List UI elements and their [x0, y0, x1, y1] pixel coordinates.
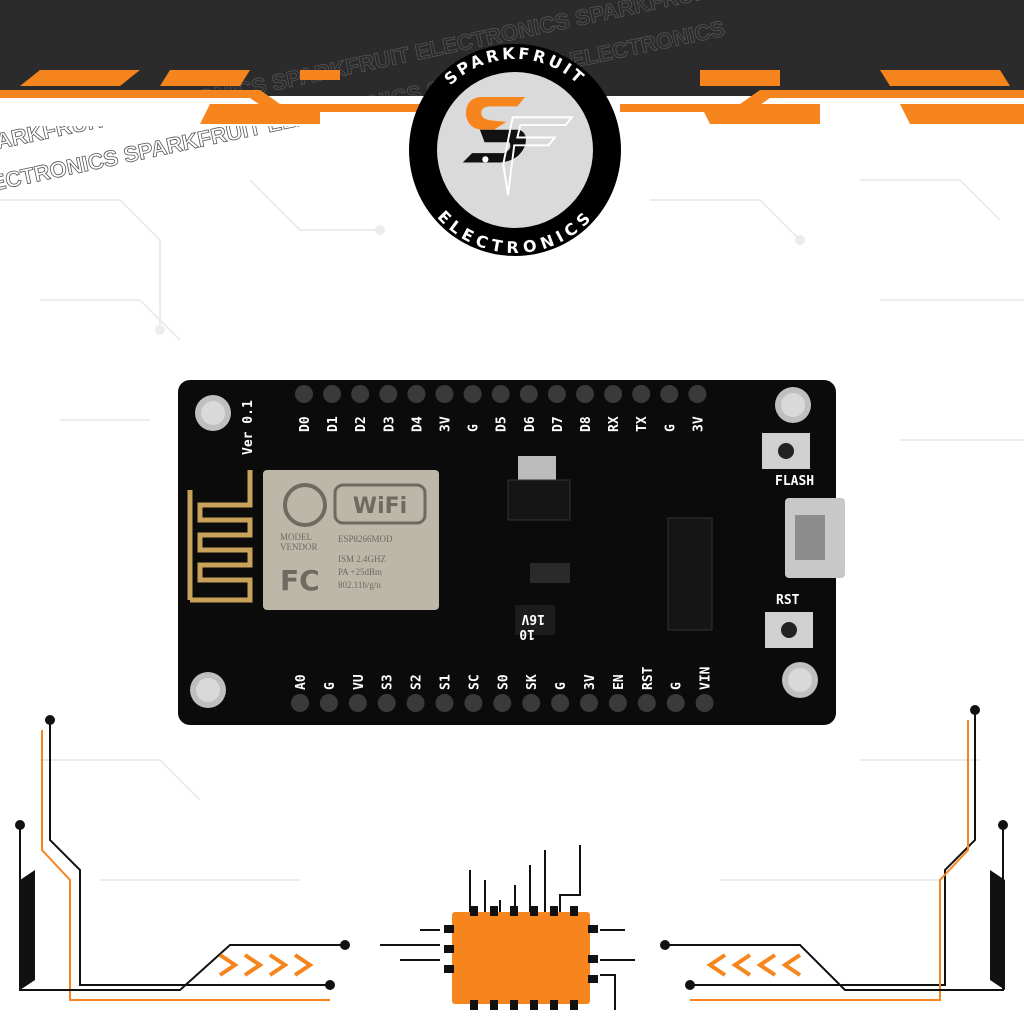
header-pin [604, 385, 623, 403]
pin-label: 3V [439, 416, 454, 432]
header-pin [608, 694, 627, 712]
pin-label: D6 [523, 416, 538, 432]
header-pin [291, 694, 309, 712]
pin-label: S1 [439, 674, 454, 690]
header-pin [493, 694, 512, 712]
logo-emblem [462, 96, 574, 196]
chip-graphic [444, 906, 598, 1010]
header-pin [660, 385, 679, 403]
model-text: ESP8266MOD [338, 534, 393, 544]
pin-label: VU [352, 674, 367, 690]
pin-label: SC [467, 674, 482, 690]
pin-label: D7 [551, 416, 566, 432]
wifi-logo-text: WiFi [353, 494, 407, 519]
header-pin [406, 694, 425, 712]
header-pin [522, 694, 541, 712]
antenna-trace [187, 470, 253, 603]
module-spec-1: ISM 2.4GHZ [338, 554, 386, 564]
pin-label: G [663, 424, 678, 432]
header-pin [666, 694, 685, 712]
module-spec-2: PA +25dBm [338, 567, 382, 577]
pin-label: TX [635, 416, 650, 432]
pin-label: G [554, 682, 569, 690]
brand-logo: SPARKFRUIT ELECTRONICS [409, 44, 621, 257]
pin-label: SK [525, 674, 540, 690]
header-pin [435, 385, 454, 403]
header-pin [348, 694, 367, 712]
pin-label: VIN [699, 666, 714, 690]
usb-serial-chip [667, 517, 713, 631]
header-pin [295, 385, 313, 403]
vendor-label: VENDOR [280, 542, 318, 552]
module-spec-3: 802.11b/g/n [338, 580, 381, 590]
diode [530, 563, 570, 583]
header-pin [377, 694, 396, 712]
capacitor-voltage: 16V [521, 611, 545, 626]
pin-label: RX [607, 416, 622, 432]
capacitor-value: 10 [519, 626, 535, 641]
header-pin [688, 385, 707, 403]
header-pin [319, 694, 338, 712]
pin-label: D2 [354, 416, 369, 432]
background-traces [0, 179, 1024, 881]
pin-label: D4 [410, 416, 425, 432]
version-label: Ver 0.1 [241, 400, 256, 455]
model-label: MODEL [280, 532, 312, 542]
flash-label: FLASH [775, 474, 814, 489]
header-pin [463, 385, 482, 403]
bottom-circuit-decoration [15, 705, 1008, 1010]
header-pin [379, 385, 398, 403]
header-pin [551, 694, 570, 712]
pin-label: S3 [381, 674, 396, 690]
pin-label: D0 [298, 416, 313, 432]
pin-label: 3V [691, 416, 706, 432]
top-pin-header: D0 D1 D2 D3 D4 3V G D5 D6 D7 D8 RX TX G 3V [295, 385, 707, 432]
header-pin [637, 694, 656, 712]
header-pin [491, 385, 510, 403]
header-pin [695, 694, 714, 712]
header-pin [323, 385, 342, 403]
voltage-regulator [507, 479, 571, 521]
pin-label: D1 [326, 416, 341, 432]
header-pin [547, 385, 566, 403]
pin-label: G [467, 424, 482, 432]
pin-label: D3 [382, 416, 397, 432]
pin-label: G [323, 682, 338, 690]
header-pin [519, 385, 538, 403]
pin-label: D8 [579, 416, 594, 432]
regulator-tab [518, 456, 556, 481]
rst-label: RST [776, 593, 800, 608]
capacitor [515, 605, 555, 635]
header-pin [632, 385, 651, 403]
pin-label: 3V [583, 674, 598, 690]
header-pin [580, 694, 598, 712]
pin-label: A0 [294, 674, 309, 690]
header-pin [351, 385, 370, 403]
header-pin [407, 385, 426, 403]
pin-label: RST [641, 666, 656, 690]
header-pin [435, 694, 454, 712]
pin-label: EN [612, 674, 627, 690]
pin-label: S0 [496, 674, 511, 690]
esp8266-module: WiFi MODEL VENDOR ESP8266MOD FC ISM 2.4G… [263, 470, 439, 610]
fcc-logo: FC [280, 564, 320, 597]
pin-label: S2 [410, 674, 425, 690]
header-pin [464, 694, 483, 712]
pin-label: D5 [495, 416, 510, 432]
header-pin [576, 385, 594, 403]
pin-label: G [670, 682, 685, 690]
